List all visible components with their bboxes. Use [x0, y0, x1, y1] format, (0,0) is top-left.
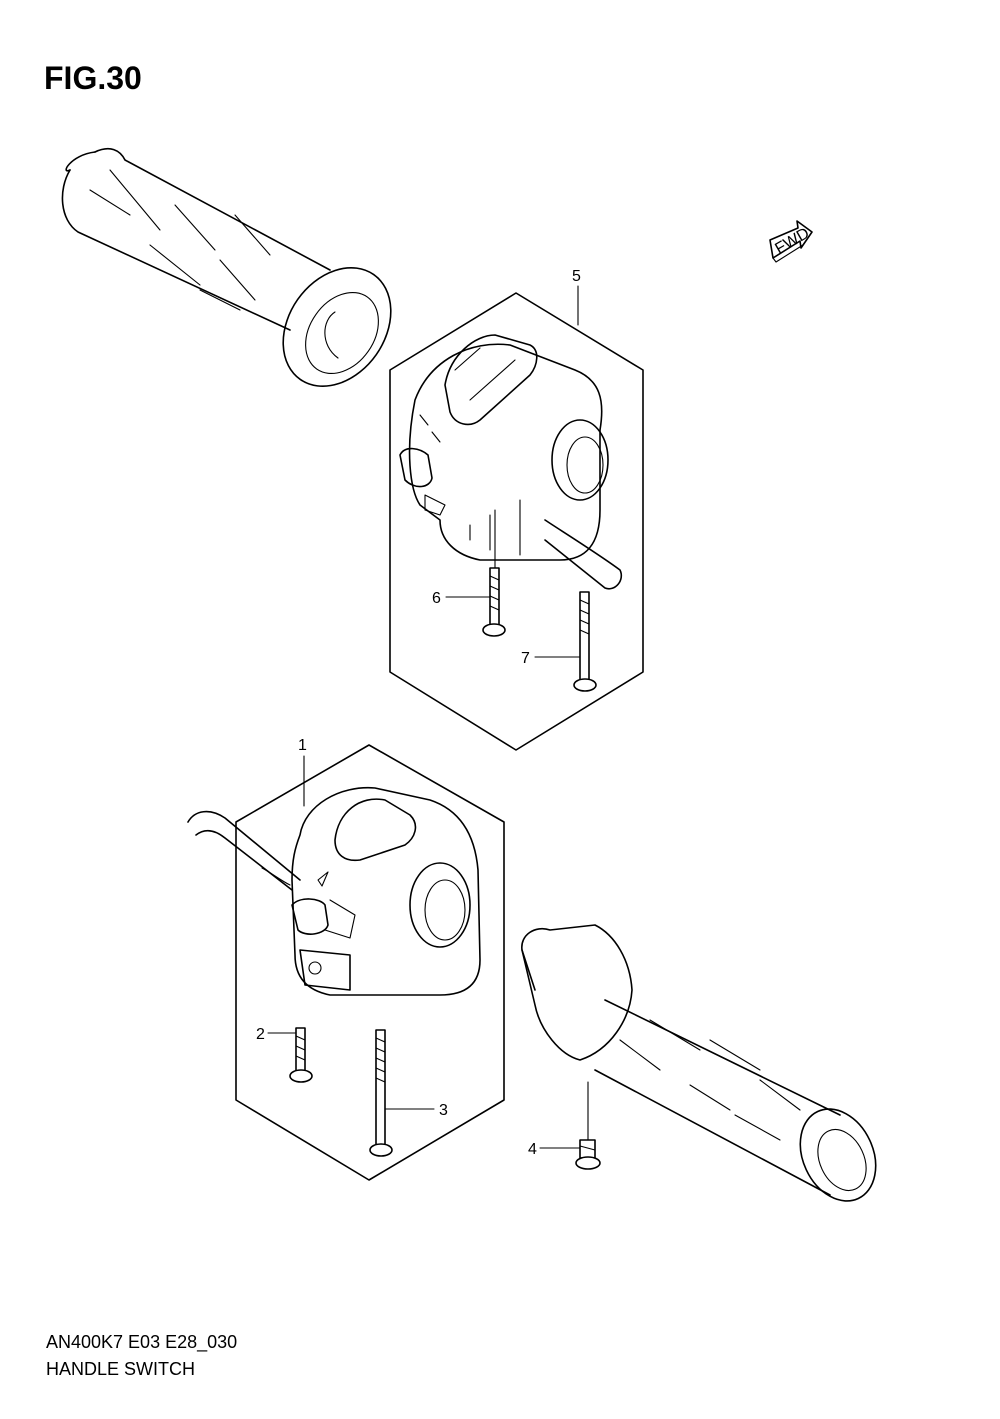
figure-title: FIG.30	[44, 60, 142, 96]
right-grip-illustration	[521, 924, 877, 1202]
callout-number: 3	[439, 1102, 448, 1119]
callout-number: 6	[432, 590, 441, 607]
diagram-name: HANDLE SWITCH	[46, 1359, 196, 1379]
callout-1: 1	[298, 737, 307, 807]
kit-1-box	[235, 744, 505, 1181]
callout-7: 7	[521, 650, 581, 667]
callout-6: 6	[432, 509, 496, 607]
callout-3: 3	[384, 1102, 448, 1119]
callout-number: 4	[528, 1141, 537, 1158]
screw-2-illustration	[289, 1027, 313, 1083]
callout-number: 5	[572, 268, 581, 285]
left-grip-illustration	[61, 148, 392, 388]
callout-5: 5	[572, 268, 581, 326]
right-switch-housing-illustration	[399, 334, 623, 590]
callout-number: 2	[256, 1026, 265, 1043]
screw-7-illustration	[573, 591, 597, 692]
callout-4: 4	[528, 1081, 589, 1158]
callout-number: 1	[298, 737, 307, 754]
fwd-arrow-icon: FWD	[769, 220, 813, 263]
screw-4-illustration	[575, 1139, 601, 1170]
kit-5-box	[389, 292, 644, 751]
screw-6-illustration	[482, 567, 506, 637]
left-switch-housing-illustration	[187, 786, 481, 996]
screw-3-illustration	[369, 1029, 393, 1157]
callout-number: 7	[521, 650, 530, 667]
model-code: AN400K7 E03 E28_030	[46, 1332, 238, 1352]
callout-2: 2	[256, 1026, 297, 1043]
